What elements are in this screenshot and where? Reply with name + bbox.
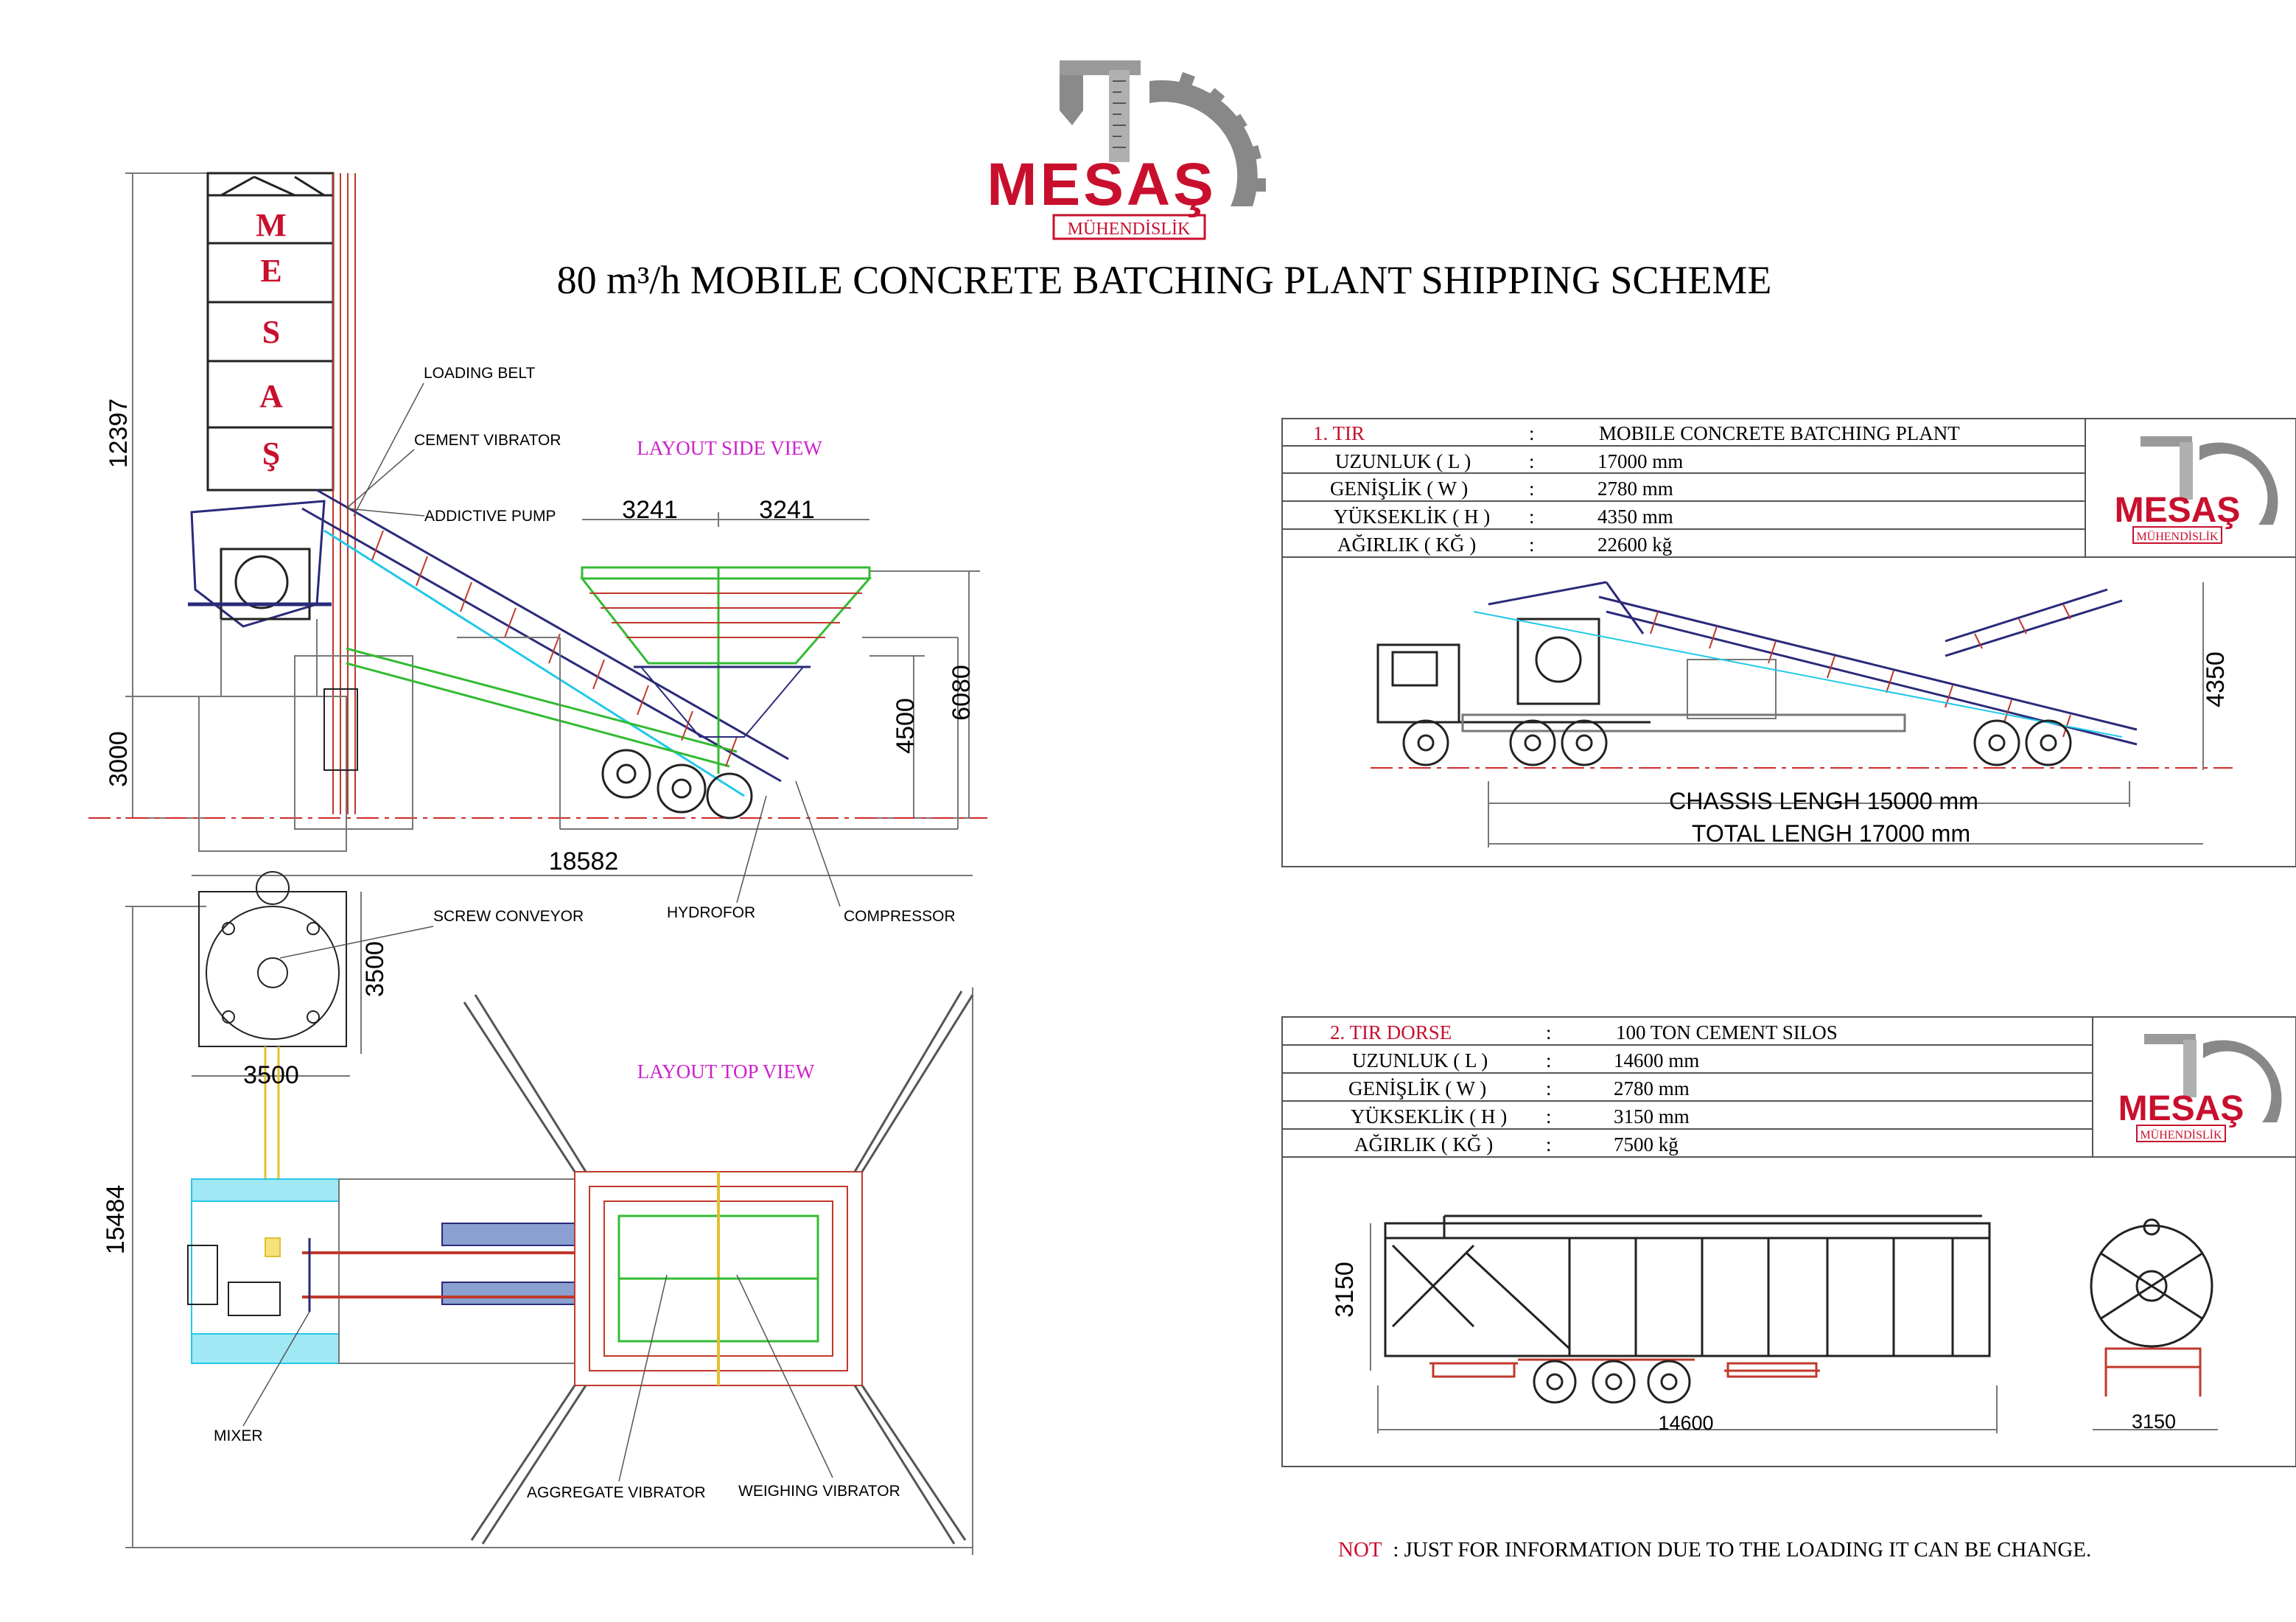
truck1-row-1-label: UZUNLUK ( L ) — [1335, 450, 1471, 472]
truck2-logo: MESAŞ MÜHENDİSLİK — [2118, 1034, 2282, 1142]
side-view-drawing: M E S A Ş — [88, 172, 987, 876]
truck2-dim-width: 3150 — [2132, 1410, 2176, 1433]
caliper-gear-icon — [1060, 60, 1266, 207]
truck2-rear-view — [2090, 1218, 2213, 1396]
label-compressor: COMPRESSOR — [844, 908, 956, 925]
truck2-dim-height: 3150 — [1331, 1262, 1359, 1318]
truck2-drawing — [1370, 1214, 2218, 1433]
truck1-row-4-value: 22600 kğ — [1597, 534, 1672, 556]
truck2-row-2-value: 2780 mm — [1614, 1077, 1690, 1100]
top-view-labels: LAYOUT TOP VIEW SCREW CONVEYOR MIXER AGG… — [102, 908, 900, 1501]
truck1-row-2-colon: : — [1529, 478, 1535, 500]
truck1-row-2-label: GENİŞLİK ( W ) — [1330, 478, 1468, 500]
truck1-row-3-value: 4350 mm — [1597, 506, 1673, 528]
top-belt-area — [302, 1178, 575, 1364]
truck2-row-1-label: UZUNLUK ( L ) — [1352, 1049, 1488, 1072]
aggregate-bins — [579, 566, 872, 774]
label-weighing-vibrator: WEIGHING VIBRATOR — [738, 1483, 900, 1500]
top-mixer-block — [187, 1178, 340, 1364]
truck1-drawing — [1371, 581, 2233, 847]
truck1-dim-height: 4350 — [2202, 651, 2230, 707]
dim-total-depth: 15484 — [102, 1185, 130, 1255]
truck2-row-3-colon: : — [1546, 1105, 1552, 1128]
cement-silo — [206, 172, 335, 492]
svg-text:NOT : JUST FOR INFORMATI: NOT : JUST FOR INFORMATION DUE TO THE LO… — [1338, 1538, 2091, 1562]
dim-height-6080: 6080 — [948, 665, 976, 721]
truck1-row-2-value: 2780 mm — [1597, 478, 1673, 500]
truck2-row-3-label: YÜKSEKLİK ( H ) — [1351, 1105, 1507, 1128]
truck2-dim-length: 14600 — [1658, 1412, 1713, 1434]
truck1-panel: MESAŞ MÜHENDİSLİK 1. TIR : MOBILE CONCRE… — [1281, 418, 2296, 867]
silo-letters: M E S A Ş — [256, 207, 287, 472]
label-screw-conveyor: SCREW CONVEYOR — [433, 908, 584, 925]
page-title: 80 m³/h MOBILE CONCRETE BATCHING PLANT S… — [557, 258, 1772, 302]
brand-name: MESAŞ — [987, 151, 1217, 218]
truck1-row-0-label: 1. TIR — [1313, 422, 1365, 444]
dim-bin-left: 3241 — [622, 496, 678, 524]
silo-letter-m: M — [256, 207, 287, 243]
truck1-row-0-value: MOBILE CONCRETE BATCHING PLANT — [1599, 422, 1960, 444]
dim-total-length: 18582 — [549, 847, 619, 875]
dim-base-height: 3000 — [105, 731, 133, 787]
side-view-wheels — [601, 749, 753, 819]
label-aggregate-vibrator: AGGREGATE VIBRATOR — [527, 1484, 706, 1501]
truck2-row-3-value: 3150 mm — [1614, 1105, 1690, 1128]
note-text: : JUST FOR INFORMATION DUE TO THE LOADIN… — [1393, 1538, 2091, 1562]
silo-letter-s-cedilla: Ş — [262, 436, 280, 472]
truck1-logo-sub: MÜHENDİSLİK — [2136, 530, 2219, 543]
top-aggregate-bins — [574, 1171, 863, 1386]
note-label: NOT — [1338, 1538, 1382, 1562]
truck2-row-0-value: 100 TON CEMENT SILOS — [1616, 1021, 1838, 1044]
top-view-title: LAYOUT TOP VIEW — [637, 1060, 815, 1083]
truck1-row-3-colon: : — [1529, 506, 1535, 528]
truck2-row-0-colon: : — [1546, 1021, 1552, 1044]
truck2-wheels — [1533, 1360, 1691, 1404]
truck1-row-4-label: AĞIRLIK ( KĞ ) — [1337, 534, 1476, 556]
truck1-logo-brand: MESAŞ — [2115, 491, 2241, 530]
side-view-title: LAYOUT SIDE VIEW — [637, 437, 822, 459]
truck2-panel: MESAŞ MÜHENDİSLİK 2. TIR DORSE : 100 TON… — [1281, 1016, 2296, 1467]
truck1-row-1-value: 17000 mm — [1597, 450, 1683, 472]
truck2-row-2-colon: : — [1546, 1077, 1552, 1100]
label-mixer: MIXER — [214, 1427, 263, 1444]
dim-silo-height: 12397 — [105, 399, 133, 469]
truck2-row-2-label: GENİŞLİK ( W ) — [1348, 1077, 1486, 1100]
truck2-logo-sub: MÜHENDİSLİK — [2140, 1128, 2222, 1142]
truck2-row-1-colon: : — [1546, 1049, 1552, 1072]
label-hydrofor: HYDROFOR — [667, 904, 755, 921]
dim-silo-width: 3500 — [243, 1061, 299, 1089]
top-silo — [198, 871, 347, 1047]
truck2-row-4-value: 7500 kğ — [1614, 1133, 1679, 1156]
dim-height-4500: 4500 — [892, 698, 920, 754]
dim-silo-depth: 3500 — [361, 941, 389, 997]
truck1-row-4-colon: : — [1529, 534, 1535, 556]
silo-letter-s: S — [262, 314, 280, 350]
label-addictive-pump: ADDICTIVE PUMP — [424, 508, 556, 525]
side-view-labels: LAYOUT SIDE VIEW LOADING BELT CEMENT VIB… — [105, 365, 976, 925]
truck1-row-0-colon: : — [1529, 422, 1535, 444]
silo-letter-a: A — [259, 378, 283, 414]
truck1-row-1-colon: : — [1529, 450, 1535, 472]
truck2-row-1-value: 14600 mm — [1614, 1049, 1699, 1072]
footer-note: NOT : JUST FOR INFORMATION DUE TO THE LO… — [1338, 1538, 2091, 1562]
truck1-row-3-label: YÜKSEKLİK ( H ) — [1334, 506, 1490, 528]
label-cement-vibrator: CEMENT VIBRATOR — [414, 432, 561, 449]
top-view-drawing — [125, 871, 974, 1555]
header-logo: MESAŞ MÜHENDİSLİK — [987, 60, 1266, 240]
truck1-logo: MESAŞ MÜHENDİSLİK — [2115, 436, 2278, 544]
inclined-loading-belt — [301, 489, 789, 797]
truck2-logo-brand: MESAŞ — [2118, 1089, 2244, 1128]
brand-subtitle: MÜHENDİSLİK — [1068, 220, 1191, 239]
mixer-platform — [188, 500, 332, 628]
truck2-row-4-colon: : — [1546, 1133, 1552, 1156]
dim-bin-right: 3241 — [759, 496, 815, 524]
silo-letter-e: E — [260, 253, 281, 289]
truck1-dim-chassis: CHASSIS LENGH 15000 mm — [1669, 788, 1978, 814]
label-loading-belt: LOADING BELT — [424, 365, 535, 382]
truck2-row-4-label: AĞIRLIK ( KĞ ) — [1354, 1133, 1493, 1156]
truck1-wheels — [1402, 719, 2072, 766]
truck2-row-0-label: 2. TIR DORSE — [1330, 1021, 1452, 1044]
truck1-dim-total: TOTAL LENGH 17000 mm — [1692, 820, 1970, 847]
